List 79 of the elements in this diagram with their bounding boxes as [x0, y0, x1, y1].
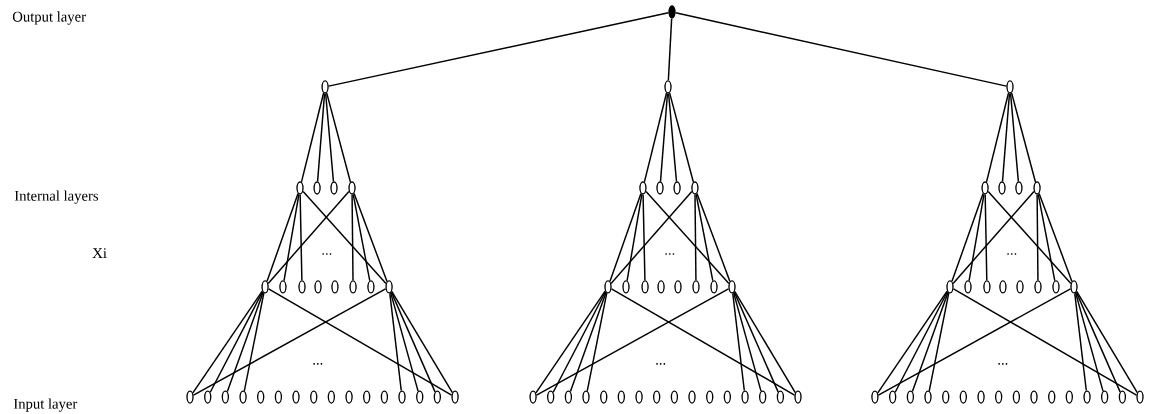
connection-line	[299, 193, 303, 281]
connection-line	[667, 92, 678, 183]
connection-line	[610, 190, 693, 285]
connection-line	[928, 292, 950, 392]
connection-line	[659, 92, 669, 183]
connection-line	[192, 288, 387, 396]
connection-line	[316, 92, 326, 183]
connection-line	[609, 192, 642, 283]
connection-line	[351, 193, 354, 281]
connection-line	[732, 292, 762, 392]
connection-line	[325, 92, 352, 183]
connection-line	[952, 190, 1035, 285]
connection-line	[668, 92, 695, 183]
connection-line	[302, 190, 387, 285]
connection-line	[732, 292, 746, 392]
connection-line	[877, 290, 948, 394]
connection-line	[283, 193, 300, 282]
connection-line	[733, 290, 797, 394]
connection-line	[894, 291, 949, 393]
connection-line	[667, 17, 673, 82]
ellipsis-label: ...	[322, 253, 332, 255]
connection-line	[192, 290, 263, 394]
connection-line	[610, 288, 796, 396]
connection-line	[1036, 193, 1039, 281]
connection-line	[535, 290, 606, 394]
ellipsis-label: ...	[665, 253, 675, 255]
ellipsis-label: ...	[998, 363, 1008, 365]
connection-line	[643, 92, 668, 183]
connection-line	[328, 12, 670, 87]
connection-line	[694, 193, 697, 281]
connection-line	[226, 291, 264, 393]
connection-line	[300, 92, 325, 183]
connection-line	[1037, 193, 1056, 282]
connection-line	[1075, 290, 1139, 394]
connection-line	[695, 193, 714, 282]
connection-line	[984, 193, 988, 281]
connection-line	[987, 190, 1072, 285]
connection-line	[209, 291, 264, 393]
connection-line	[951, 192, 984, 283]
ellipsis-label: ...	[1007, 253, 1017, 255]
connection-line	[911, 291, 949, 393]
connection-line	[586, 292, 608, 392]
connection-line	[569, 291, 607, 393]
connection-line	[968, 193, 985, 282]
ellipsis-label: ...	[313, 363, 323, 365]
connection-line	[535, 288, 730, 396]
connection-line	[1074, 292, 1104, 392]
connection-line	[266, 192, 299, 283]
connection-line	[733, 291, 779, 393]
ellipsis-label: ...	[656, 363, 666, 365]
connection-line	[642, 193, 646, 281]
connection-line	[353, 192, 388, 283]
connection-line	[696, 192, 731, 283]
connection-line	[243, 292, 265, 392]
connection-line	[390, 292, 419, 392]
connection-line	[267, 288, 453, 396]
connection-line	[267, 190, 350, 285]
connection-line	[1075, 291, 1121, 393]
variable-label: Xi	[92, 248, 107, 258]
layer-label: Input layer	[13, 398, 78, 412]
connection-line	[985, 92, 1010, 183]
connection-line	[552, 291, 607, 393]
connection-line	[674, 12, 1008, 87]
connection-line	[1010, 92, 1037, 183]
connection-line	[389, 292, 402, 392]
connection-line	[626, 193, 643, 282]
layer-label: Output layer	[12, 11, 86, 25]
connection-line	[1038, 192, 1073, 283]
connection-line	[1001, 92, 1011, 183]
connection-line	[1074, 292, 1088, 392]
connection-line	[1009, 92, 1020, 183]
connection-line	[324, 92, 335, 183]
connection-line	[352, 193, 371, 282]
connection-line	[645, 190, 730, 285]
connection-line	[952, 288, 1138, 396]
layer-label: Internal layers	[14, 190, 99, 204]
connection-line	[877, 288, 1072, 396]
connection-line	[391, 290, 454, 394]
connection-line	[390, 291, 436, 393]
